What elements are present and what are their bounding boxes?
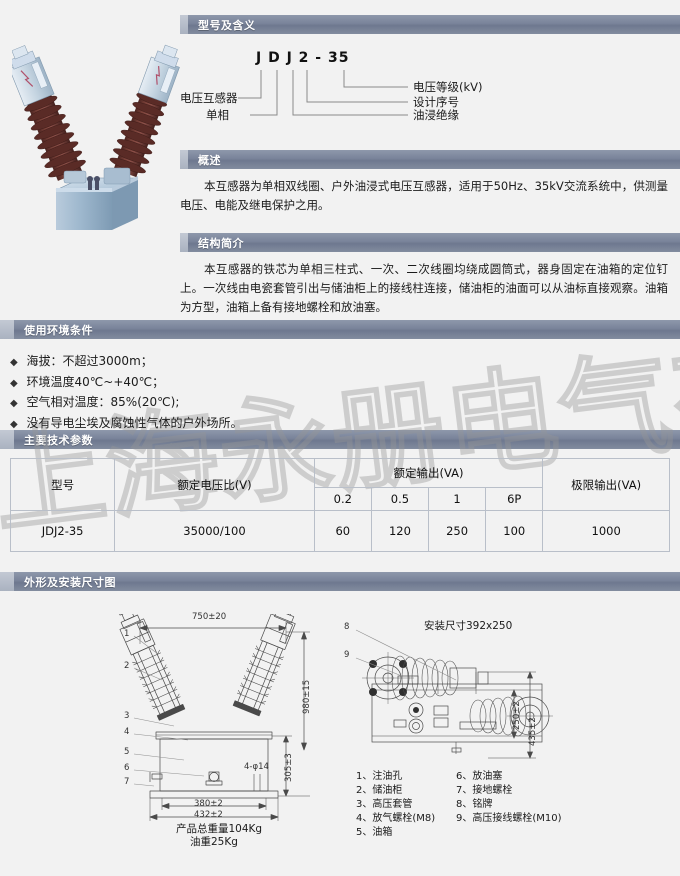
legend-item: 2、储油柜 [356, 785, 403, 796]
legend-item: 1、注油孔 [356, 771, 403, 782]
environment-item-0: 海拔：不超过3000m； [26, 354, 153, 368]
list-item: ◆ 环境温度40℃~+40℃； [10, 373, 243, 394]
section-header-structure: 结构简介 [180, 233, 680, 252]
technical-parameters-table: 型号 额定电压比(V) 额定输出(VA) 极限输出(VA) 0.2 0.5 1 … [9, 458, 670, 552]
section-header-dimensions-label: 外形及安装尺寸图 [24, 575, 116, 589]
callout-8: 8 [344, 622, 350, 632]
outline-drawing-front-view: 750±20 980±15 305±3 380±2 432±2 4-φ14 1 … [117, 599, 328, 839]
model-label-right-2: 油浸绝缘 [413, 108, 459, 122]
header-accent [180, 15, 188, 34]
product-photo [9, 30, 180, 235]
weight-note-oil: 油重25Kg [190, 836, 238, 848]
dim-base-inner: 380±2 [194, 799, 223, 809]
list-item: ◆ 空气相对温度：85%(20℃); [10, 393, 243, 414]
dim-height-lower: 305±3 [284, 753, 294, 782]
callout-9: 9 [344, 650, 350, 660]
diamond-bullet-icon: ◆ [10, 377, 18, 389]
list-item: ◆ 海拔：不超过3000m； [10, 352, 243, 373]
section-header-environment: 使用环境条件 [0, 320, 680, 339]
dim-mounting-holes: 4-φ14 [244, 762, 269, 772]
legend-item: 3、高压套管 [356, 799, 413, 810]
legend-item: 6、放油塞 [456, 771, 503, 782]
model-label-right-1: 设计序号 [413, 95, 459, 109]
header-accent [0, 320, 14, 339]
structure-text: 本互感器的铁芯为单相三柱式、一次、二次线圈均绕成圆筒式，器身固定在油箱的定位钉上… [180, 262, 668, 314]
section-header-model-label: 型号及含义 [198, 18, 256, 32]
dim-outer-right: 435±2 [528, 717, 538, 746]
section-header-parameters-label: 主要技术参数 [24, 433, 93, 447]
th-class-2: 1 [428, 487, 487, 511]
structure-paragraph: 本互感器的铁芯为单相三柱式、一次、二次线圈均绕成圆筒式，器身固定在油箱的定位钉上… [180, 260, 668, 317]
section-header-structure-label: 结构简介 [198, 236, 244, 250]
th-rated-output: 额定输出(VA) [313, 458, 544, 488]
outline-drawing-top-view: 8 9 250±2 435±2 [338, 622, 588, 768]
callout-7: 7 [124, 777, 130, 787]
model-label-right-0: 电压等级(kV) [413, 80, 483, 94]
callout-4: 4 [124, 727, 130, 737]
legend-item: 8、铭牌 [456, 799, 493, 810]
dim-width-top: 750±20 [192, 612, 227, 622]
overview-text: 本互感器为单相双线圈、户外油浸式电压互感器，适用于50Hz、35kV交流系统中，… [180, 179, 668, 212]
legend-item: 4、放气螺栓(M8) [356, 813, 436, 824]
section-header-overview: 概述 [180, 150, 680, 169]
section-header-environment-label: 使用环境条件 [24, 323, 93, 337]
section-header-dimensions: 外形及安装尺寸图 [0, 572, 680, 591]
mounting-dimension-note: 安装尺寸392x250 [424, 620, 513, 632]
list-item: ◆ 没有导电尘埃及腐蚀性气体的户外场所。 [10, 414, 243, 435]
th-class-3: 6P [485, 487, 544, 511]
diamond-bullet-icon: ◆ [10, 398, 18, 409]
drawing-legend: 1、注油孔 2、储油柜 3、高压套管 4、放气螺栓(M8) 5、油箱 6、放油塞… [356, 770, 616, 840]
overview-paragraph: 本互感器为单相双线圈、户外油浸式电压互感器，适用于50Hz、35kV交流系统中，… [180, 177, 668, 215]
model-label-left-1: 单相 [206, 108, 229, 122]
th-class-1: 0.5 [370, 487, 430, 511]
callout-1: 1 [124, 629, 130, 639]
table-row: JDJ2-35 35000/100 60 120 250 100 1000 [9, 510, 670, 552]
cell-output-0: 60 [313, 510, 372, 552]
diamond-bullet-icon: ◆ [10, 418, 18, 430]
weight-note-total: 产品总重量104Kg [176, 823, 263, 835]
callout-6: 6 [124, 763, 130, 773]
model-code-text: J D J 2 - 35 [256, 50, 350, 66]
environment-item-1: 环境温度40℃~+40℃； [26, 374, 165, 389]
cell-model: JDJ2-35 [9, 510, 116, 552]
environment-item-2: 空气相对温度：85%(20℃); [26, 395, 180, 409]
model-label-left-0: 电压互感器 [180, 91, 238, 105]
header-accent [0, 430, 14, 449]
section-header-model: 型号及含义 [180, 15, 680, 34]
environment-item-3: 没有导电尘埃及腐蚀性气体的户外场所。 [26, 415, 243, 430]
section-header-overview-label: 概述 [198, 153, 221, 167]
legend-column-2: 6、放油塞 7、接地螺栓 8、铭牌 9、高压接线螺栓(M10) [456, 770, 562, 826]
cell-output-1: 120 [370, 510, 430, 552]
legend-item: 9、高压接线螺栓(M10) [456, 813, 562, 824]
model-code-diagram: J D J 2 - 35 电压互感器 单相 电压等级(kV) 设计序号 油浸绝缘 [180, 40, 680, 140]
dim-height-right: 980±15 [302, 679, 312, 714]
header-accent [180, 233, 188, 252]
legend-item: 5、油箱 [356, 827, 393, 838]
callout-2: 2 [124, 661, 130, 671]
section-header-parameters: 主要技术参数 [0, 430, 680, 449]
environment-list: ◆ 海拔：不超过3000m； ◆ 环境温度40℃~+40℃； ◆ 空气相对温度：… [10, 352, 243, 434]
dim-inner-right: 250±2 [512, 701, 522, 730]
legend-item: 7、接地螺栓 [456, 785, 513, 796]
th-ratio: 额定电压比(V) [114, 458, 315, 511]
diamond-bullet-icon: ◆ [10, 357, 18, 368]
header-accent [180, 150, 188, 169]
header-accent [0, 572, 14, 591]
table-header-row-1: 型号 额定电压比(V) 额定输出(VA) 极限输出(VA) [9, 458, 670, 511]
legend-column-1: 1、注油孔 2、储油柜 3、高压套管 4、放气螺栓(M8) 5、油箱 [356, 770, 435, 840]
cell-ratio: 35000/100 [114, 510, 315, 552]
callout-3: 3 [124, 711, 130, 721]
dim-base-outer: 432±2 [194, 810, 223, 820]
cell-limit: 1000 [542, 510, 670, 552]
th-limit-output: 极限输出(VA) [542, 458, 670, 511]
cell-output-2: 250 [428, 510, 487, 552]
th-class-0: 0.2 [313, 487, 372, 511]
callout-5: 5 [124, 747, 130, 757]
cell-output-3: 100 [485, 510, 544, 552]
th-model: 型号 [9, 458, 116, 511]
